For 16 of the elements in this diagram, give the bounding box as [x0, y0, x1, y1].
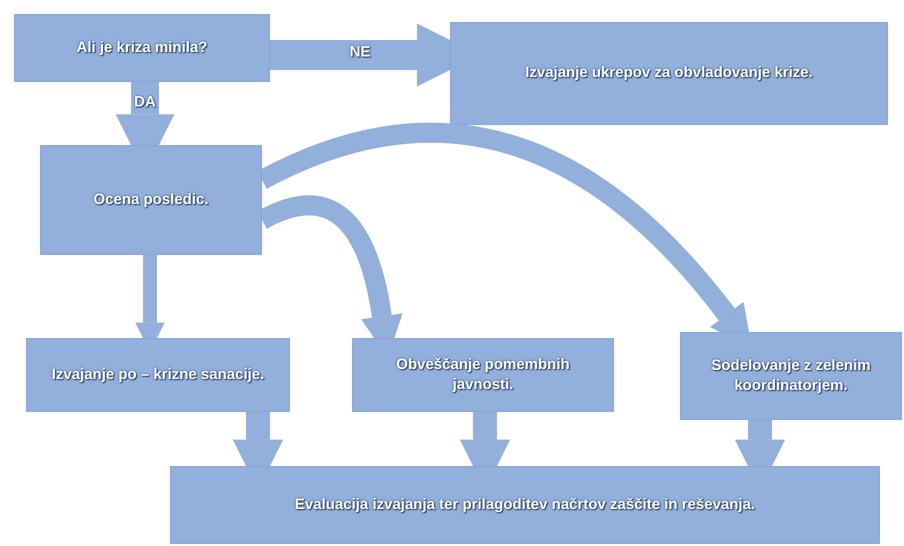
- box-text: Ocena posledic.: [93, 190, 209, 210]
- box-text: Evaluacija izvajanja ter prilagoditev načrtov zaščite in reševanja.: [294, 494, 756, 515]
- process-box: [450, 22, 888, 125]
- box-text: Izvajanje ukrepov za obvladovanje krize.: [525, 63, 813, 84]
- edge-label: NE: [350, 44, 370, 60]
- box-text: Izvajanje po – krizne sanacije.: [52, 364, 264, 385]
- box-text: Sodelovanje z zelenim koordinatorjem.: [710, 356, 872, 396]
- process-box: [170, 466, 880, 544]
- box-text: Obveščanje pomembnih javnosti.: [395, 354, 571, 395]
- process-box: [352, 338, 614, 412]
- process-box: [14, 14, 270, 82]
- edge-label: DA: [134, 94, 156, 110]
- box-text: Ali je kriza minila?: [76, 38, 208, 58]
- process-box: [40, 145, 262, 255]
- process-box: [26, 338, 290, 412]
- process-box: [680, 332, 902, 420]
